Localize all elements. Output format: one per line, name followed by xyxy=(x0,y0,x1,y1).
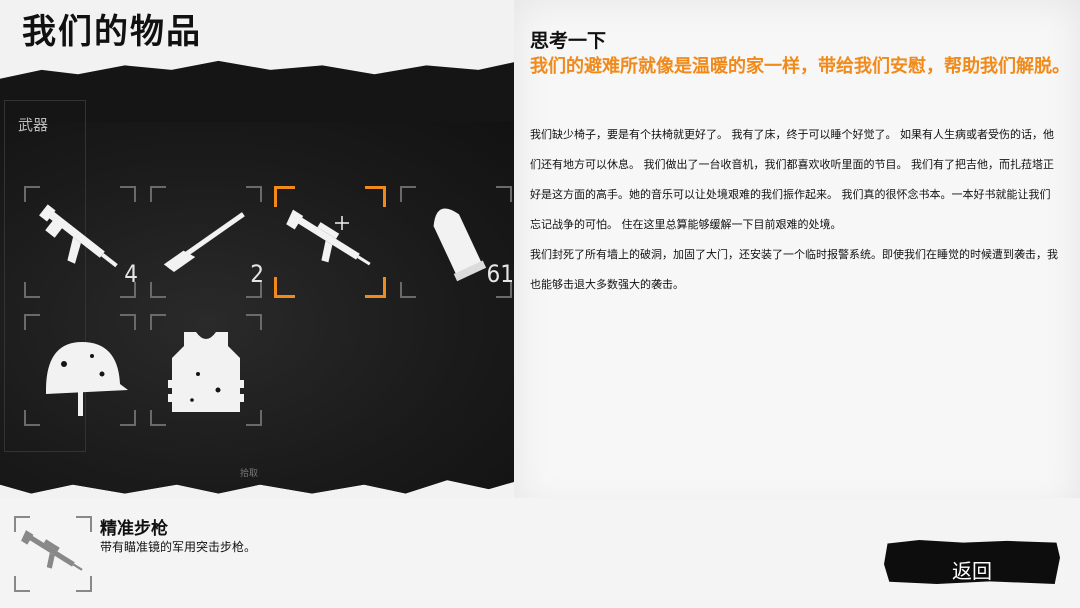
inventory-board xyxy=(0,60,520,494)
item-count: 2 xyxy=(250,260,264,288)
body-armor-icon xyxy=(168,332,244,412)
selected-item-name: 精准步枪 xyxy=(100,519,168,539)
inventory-slot-ammo[interactable]: 61 xyxy=(400,186,514,298)
back-button[interactable]: 返回 xyxy=(884,540,1060,584)
inventory-slot-assault-rifle[interactable]: 4 xyxy=(24,186,138,298)
hunting-rifle-icon xyxy=(163,212,245,272)
note-body: 我们缺少椅子，要是有个扶椅就更好了。 我有了床，终于可以睡个好觉了。 如果有人生… xyxy=(530,120,1060,300)
note-heading: 思考一下 xyxy=(530,30,607,52)
inventory-slot-hunting-rifle[interactable]: 2 xyxy=(150,186,264,298)
helmet-icon xyxy=(46,342,128,416)
category-tab-weapons[interactable]: 武器 xyxy=(18,116,49,134)
board-footer-text: 拾取 xyxy=(240,469,259,479)
note-subheading: 我们的避难所就像是温暖的家一样，带给我们安慰，帮助我们解脱。 xyxy=(530,56,1070,77)
item-count: 61 xyxy=(486,260,514,288)
ammo-bullet-icon xyxy=(433,208,487,282)
selected-item-description: 带有瞄准镜的军用突击步枪。 xyxy=(100,540,257,554)
selected-item-slot xyxy=(14,516,92,592)
scoped-rifle-icon xyxy=(21,530,83,571)
assault-rifle-icon xyxy=(39,204,118,268)
inventory-slot-scoped-rifle[interactable] xyxy=(274,186,386,298)
scoped-rifle-icon xyxy=(286,209,371,266)
item-count: 4 xyxy=(124,260,138,288)
note-paragraph: 我们缺少椅子，要是有个扶椅就更好了。 我有了床，终于可以睡个好觉了。 如果有人生… xyxy=(530,128,1054,231)
category-frame xyxy=(4,100,86,452)
inventory-slot-helmet[interactable] xyxy=(24,314,136,426)
note-paragraph: 我们封死了所有墙上的破洞，加固了大门，还安装了一个临时报警系统。即使我们在睡觉的… xyxy=(530,248,1058,291)
page-title: 我们的物品 xyxy=(22,12,202,52)
inventory-slot-body-armor[interactable] xyxy=(150,314,262,426)
thought-note-panel: 思考一下 我们的避难所就像是温暖的家一样，带给我们安慰，帮助我们解脱。 我们缺少… xyxy=(514,0,1080,512)
